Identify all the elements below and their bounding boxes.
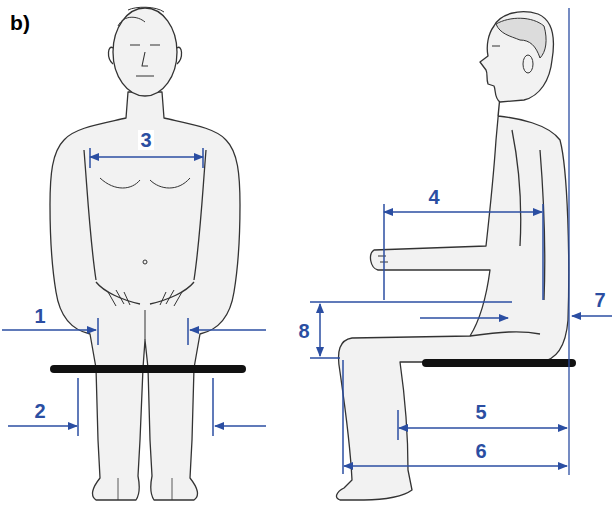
callout-number: 1 xyxy=(32,306,47,326)
seat-front xyxy=(50,365,246,373)
side-figure xyxy=(337,12,569,500)
front-figure xyxy=(50,7,240,500)
callout-number: 3 xyxy=(138,130,153,150)
reference-line xyxy=(568,8,569,475)
callout-number: 6 xyxy=(473,441,488,461)
callout-number: 7 xyxy=(592,290,607,310)
callout-number: 2 xyxy=(32,401,47,421)
panel-label: b) xyxy=(8,12,32,33)
callout-number: 4 xyxy=(426,187,441,207)
dimension-lines xyxy=(2,148,612,474)
callout-number: 5 xyxy=(473,402,488,422)
seat-side xyxy=(422,359,576,367)
callout-number: 8 xyxy=(296,321,311,341)
